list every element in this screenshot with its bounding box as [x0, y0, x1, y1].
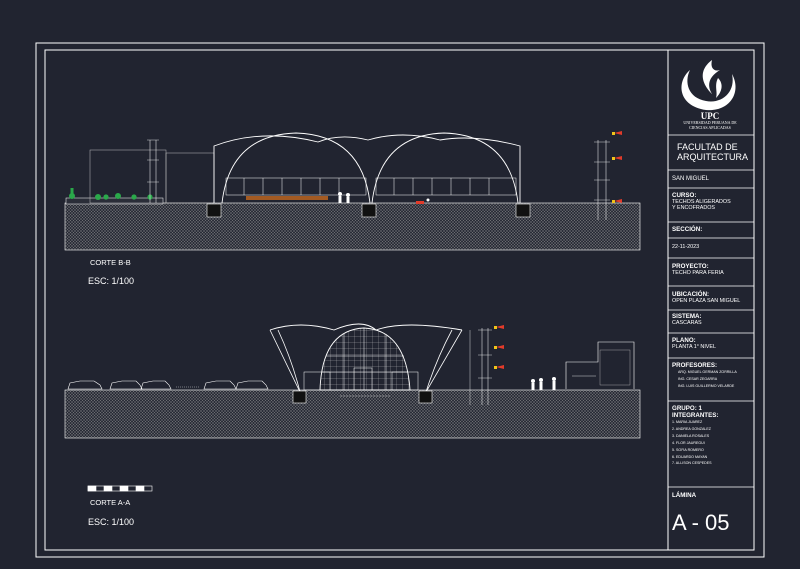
plan-value: PLANTA 1° NIVEL: [672, 344, 717, 350]
course-line2: Y ENCOFRADOS: [672, 205, 716, 212]
title-block-grid: [668, 134, 754, 488]
member-item: 5. SOFIA ROMERO: [672, 447, 704, 452]
professors-label: PROFESORES:: [672, 362, 718, 369]
logo-name-line2: CIENCIAS APLICADAS: [689, 124, 731, 130]
professor-item: ARQ. MIGUEL GERMAN ZORRILLA: [678, 370, 737, 374]
upc-logo-icon: [681, 60, 736, 111]
project-block: PROYECTO: TECHO PARA FERIA: [672, 263, 756, 276]
member-item: 7. ALLISON CESPEDES: [672, 461, 712, 466]
logo-text: UPC UNIVERSIDAD PERUANA DE CIENCIAS APLI…: [668, 112, 752, 130]
section-aa-title: CORTE A-A: [90, 498, 131, 507]
faculty: FACULTAD DE ARQUITECTURA: [677, 142, 761, 162]
professors-block: PROFESORES: ARQ. MIGUEL GERMAN ZORRILLA …: [672, 362, 756, 390]
members-label: INTEGRANTES:: [672, 412, 719, 419]
people-icon: [531, 377, 556, 390]
outer-border: [35, 42, 765, 558]
course-line1: TECHOS ALIGERADOS: [672, 199, 731, 205]
section-bb-drawing: [64, 131, 641, 251]
professor-item: ING. LUIS GUILLERMO VELARDE: [678, 383, 735, 388]
member-item: 6. EDUARDO MAYAN: [672, 454, 708, 459]
project-label: PROYECTO:: [672, 263, 709, 270]
faculty-line1: FACULTAD DE: [677, 142, 738, 152]
location-block: UBICACIÓN: OPEN PLAZA SAN MIGUEL: [672, 291, 756, 304]
system-label: SISTEMA:: [672, 313, 702, 320]
logo-name-line1: UNIVERSIDAD PERUANA DE: [683, 120, 737, 125]
plan-block: PLANO: PLANTA 1° NIVEL: [672, 337, 756, 350]
location-label: UBICACIÓN:: [672, 291, 710, 298]
logo-acronym: UPC: [700, 111, 720, 121]
project-value: TECHO PARA FERIA: [672, 270, 724, 276]
faculty-line2: ARQUITECTURA: [677, 152, 749, 162]
inner-border: [44, 49, 755, 551]
course-label: CURSO:: [672, 192, 697, 199]
section-aa-scale: ESC: 1/100: [88, 517, 135, 527]
section-aa-drawing: [64, 323, 641, 492]
section-label: SECCIÓN:: [672, 226, 703, 233]
group-block: GRUPO: 1 INTEGRANTES: 1. MARIA JUAREZ 2.…: [672, 405, 756, 467]
plan-label: PLANO:: [672, 337, 696, 344]
group-label: GRUPO: 1: [672, 405, 702, 412]
location-value: OPEN PLAZA SAN MIGUEL: [672, 298, 741, 304]
footings: [206, 203, 531, 218]
system-block: SISTEMA: CASCARAS: [672, 313, 756, 326]
system-value: CASCARAS: [672, 320, 702, 326]
professor-item: ING. CESAR ZEGARRA: [678, 376, 718, 381]
scale-bar: [87, 485, 153, 492]
course-block: CURSO: TECHOS ALIGERADOS Y ENCOFRADOS: [672, 192, 756, 212]
campus: SAN MIGUEL: [672, 176, 710, 182]
member-item: 1. MARIA JUAREZ: [672, 420, 703, 424]
people-icon: [338, 192, 430, 203]
section-bb-scale: ESC: 1/100: [88, 276, 135, 286]
member-item: 3. DANIELA ROSALES: [672, 433, 710, 438]
cars-icon: [67, 380, 269, 390]
sheet-number: A - 05: [672, 510, 730, 535]
section-bb-title: CORTE B-B: [90, 258, 131, 267]
member-item: 2. ANDREA GONZALEZ: [672, 426, 711, 431]
date: 22-11-2023: [672, 244, 700, 250]
member-item: 4. FLOR JAUREGUI: [672, 440, 705, 445]
sheet-label: LÁMINA: [672, 492, 697, 499]
